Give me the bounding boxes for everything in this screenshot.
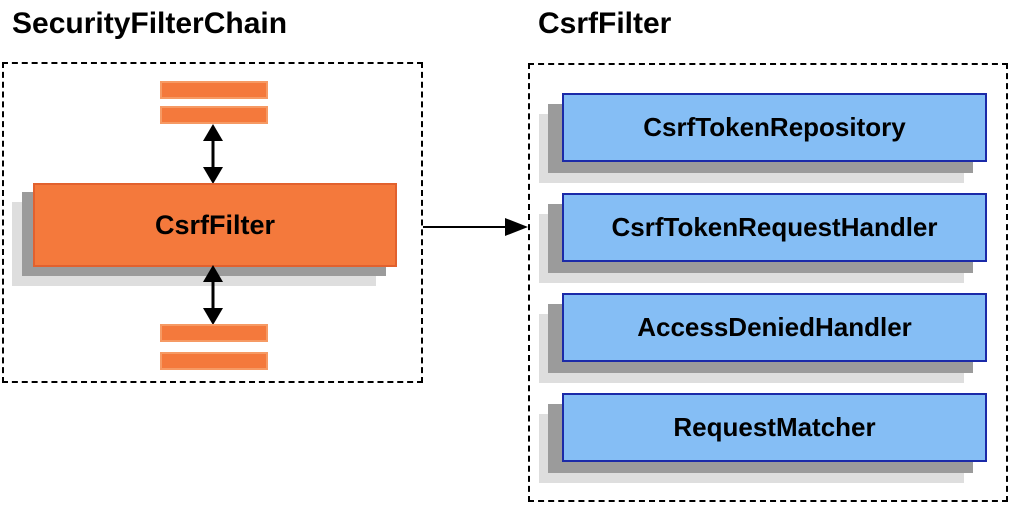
flow-arrow-icon [423, 218, 528, 236]
component-box-csrf-token-repository: CsrfTokenRepository [562, 93, 987, 162]
component-box-access-denied-handler: AccessDeniedHandler [562, 293, 987, 362]
component-box-csrf-token-request-handler: CsrfTokenRequestHandler [562, 193, 987, 262]
filter-bar [160, 324, 268, 342]
csrf-filter-label: CsrfFilter [154, 209, 276, 240]
right-panel-title: CsrfFilter [538, 7, 672, 40]
filter-bar [160, 352, 268, 370]
double-arrow-icon [203, 265, 223, 325]
filter-bar [160, 106, 268, 124]
double-arrow-icon [203, 124, 223, 184]
filter-bar [160, 81, 268, 99]
component-label: CsrfTokenRequestHandler [611, 212, 938, 242]
security-filter-chain-container [2, 62, 423, 383]
component-label: CsrfTokenRepository [643, 112, 906, 142]
component-label: AccessDeniedHandler [637, 312, 912, 342]
component-box-request-matcher: RequestMatcher [562, 393, 987, 462]
csrf-filter-container [528, 63, 1008, 502]
component-label: RequestMatcher [673, 412, 876, 442]
left-panel-title: SecurityFilterChain [12, 7, 288, 40]
csrf-filter-box: CsrfFilter [33, 183, 397, 267]
